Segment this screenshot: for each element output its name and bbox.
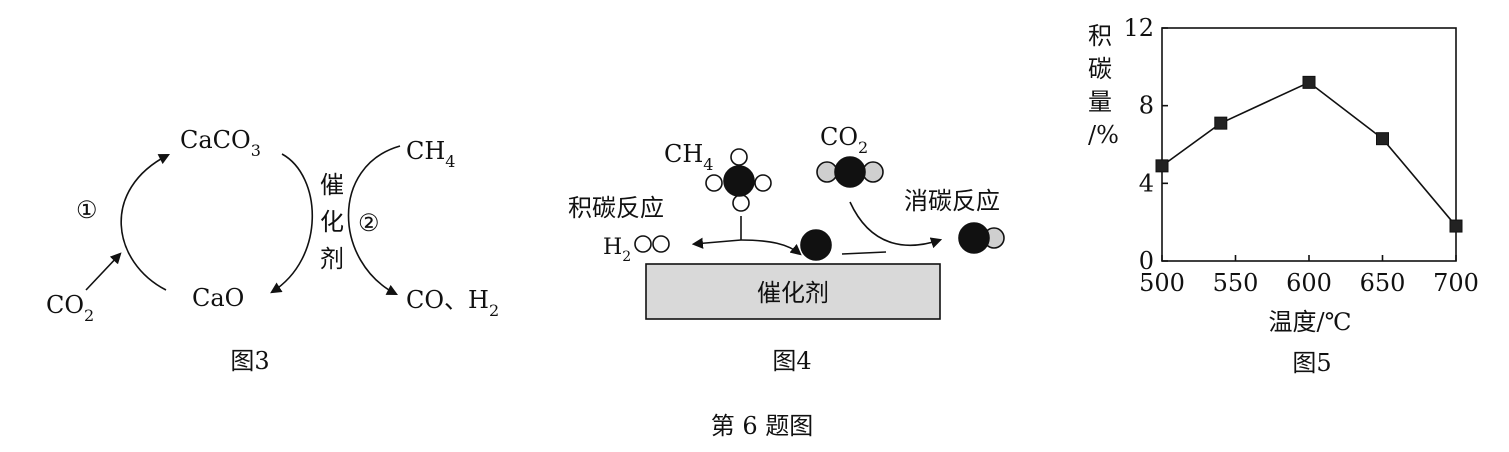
fig5-y-axis-label: 积碳量 /% bbox=[1088, 22, 1119, 149]
fig5-data-point-marker bbox=[1302, 75, 1316, 89]
fig3-catalyst-char-1: 催 bbox=[320, 171, 344, 199]
fig5-x-tick-label: 700 bbox=[1433, 269, 1479, 297]
fig5-x-tick-label: 500 bbox=[1139, 269, 1185, 297]
fig4-mechanism-diagram: 催化剂 CH4 CO2 积碳反应 消碳反应 H2 bbox=[568, 123, 1005, 375]
fig4-arrow-to-h2 bbox=[691, 237, 742, 249]
fig3-arrow-ch4-to-products bbox=[347, 145, 401, 296]
fig4-co2-o-atom-right bbox=[862, 161, 884, 183]
fig4-co-c-atom bbox=[958, 222, 990, 254]
fig5-data-point-marker bbox=[1214, 116, 1228, 130]
fig3-step2-label: ② bbox=[358, 209, 380, 237]
fig4-h2-atom-left bbox=[634, 235, 652, 253]
fig4-co2-label: CO2 bbox=[820, 123, 868, 157]
fig4-ch4-h-atom-left bbox=[705, 174, 723, 192]
figure-caption: 第 6 题图 bbox=[711, 412, 814, 440]
fig5-y-axis-label-part: 量 bbox=[1088, 88, 1112, 116]
fig4-deposited-carbon bbox=[800, 229, 832, 261]
fig4-h2-atom-right bbox=[652, 235, 670, 253]
fig4-ch4-molecule bbox=[705, 148, 772, 212]
fig5-y-tick-label: 12 bbox=[1123, 14, 1154, 42]
fig3-products-label: CO、H2 bbox=[406, 286, 499, 320]
fig4-catalyst-surface bbox=[645, 263, 941, 320]
fig4-catalyst-label: 催化剂 bbox=[757, 279, 829, 307]
fig4-ch4-label: CH4 bbox=[664, 140, 713, 174]
fig3-ch4-label: CH4 bbox=[406, 137, 455, 171]
fig5-ticks: 500 550 600 650 700 0 4 8 12 bbox=[1123, 14, 1478, 297]
fig5-series-line bbox=[1161, 81, 1457, 227]
fig5-data-point-marker bbox=[1155, 159, 1169, 173]
fig5-line-chart: 500 550 600 650 700 0 4 8 12 积碳量 /% 温度/℃ 图5 bbox=[1088, 14, 1479, 377]
fig4-deposition-label: 积碳反应 bbox=[568, 194, 664, 222]
fig5-plot-frame bbox=[1161, 27, 1457, 262]
fig4-ch4-h-atom-top bbox=[730, 148, 748, 166]
fig3-co2-label: CO2 bbox=[46, 291, 94, 325]
fig5-data-point-marker bbox=[1376, 132, 1389, 146]
fig3-catalyst-char-3: 剂 bbox=[320, 245, 344, 273]
fig5-y-tick-label: 8 bbox=[1139, 92, 1154, 120]
fig3-arrow-cao-to-caco3 bbox=[120, 153, 170, 291]
fig4-removal-label: 消碳反应 bbox=[904, 187, 1000, 215]
fig4-co-molecule bbox=[958, 222, 1005, 254]
fig5-y-axis-label-part: 积 bbox=[1088, 22, 1112, 50]
fig4-caption: 图4 bbox=[772, 347, 811, 375]
fig4-co2-molecule bbox=[816, 156, 884, 188]
fig5-x-tick-label: 650 bbox=[1360, 269, 1406, 297]
fig3-catalyst-char-2: 化 bbox=[320, 208, 344, 236]
fig5-x-tick-label: 600 bbox=[1286, 269, 1332, 297]
fig5-x-axis-label: 温度/℃ bbox=[1269, 308, 1352, 336]
fig3-cao-label: CaO bbox=[192, 284, 244, 312]
fig4-ch4-c-atom bbox=[723, 165, 755, 197]
fig3-arrow-co2-to-cycle bbox=[85, 252, 122, 291]
fig4-ch4-h-atom-bottom bbox=[732, 194, 750, 212]
fig4-h2-molecule bbox=[634, 235, 670, 253]
fig5-x-tick-label: 550 bbox=[1213, 269, 1259, 297]
fig5-caption: 图5 bbox=[1292, 349, 1331, 377]
fig3-cycle-diagram: CaCO3 CaO CO2 CH4 CO、H2 ① ② 催 化 剂 图3 bbox=[46, 126, 499, 375]
fig3-arrow-caco3-to-cao bbox=[270, 153, 314, 294]
fig4-arrow-carbon-to-removal bbox=[841, 251, 887, 255]
fig4-co2-c-atom bbox=[834, 156, 866, 188]
fig4-arrow-to-carbon bbox=[740, 239, 802, 256]
fig3-step1-label: ① bbox=[76, 196, 98, 224]
fig5-series-markers bbox=[1155, 75, 1463, 233]
fig3-caption: 图3 bbox=[230, 347, 269, 375]
fig5-y-tick-label: 4 bbox=[1139, 169, 1154, 197]
fig5-y-axis-label-part: 碳 bbox=[1088, 55, 1112, 83]
fig5-y-axis-label-part: /% bbox=[1088, 121, 1119, 149]
fig5-y-tick-label: 0 bbox=[1139, 247, 1154, 275]
fig3-caco3-label: CaCO3 bbox=[180, 126, 261, 160]
fig4-co2-o-atom-left bbox=[816, 161, 838, 183]
fig4-ch4-h-atom-right bbox=[754, 174, 772, 192]
fig4-h2-label: H2 bbox=[603, 235, 631, 265]
fig4-arrow-co2-removal bbox=[849, 201, 943, 249]
fig5-data-point-marker bbox=[1449, 219, 1463, 233]
